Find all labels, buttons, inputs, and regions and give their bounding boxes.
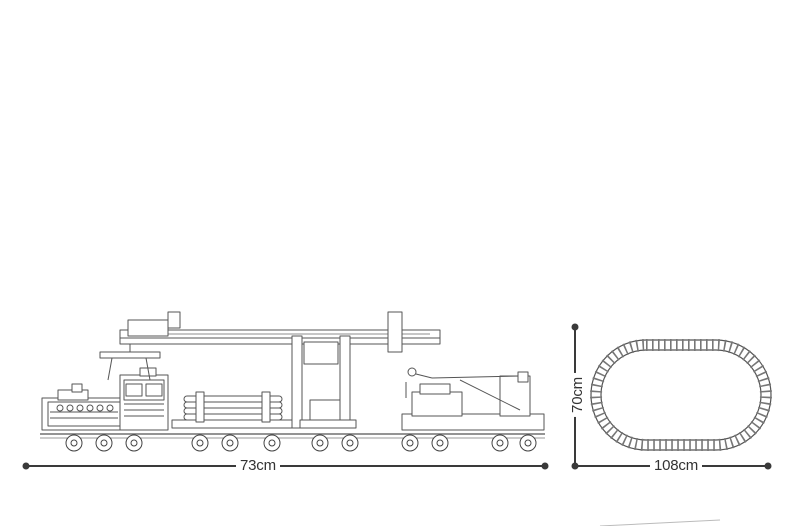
locomotive xyxy=(41,367,169,431)
track-width-label: 108cm xyxy=(650,457,703,475)
log-wagon xyxy=(171,391,293,429)
crane-wagon xyxy=(401,367,545,431)
track-height-label: 70cm xyxy=(568,373,587,417)
wheels xyxy=(65,434,537,452)
train-illustration xyxy=(40,311,545,452)
gantry-crane xyxy=(99,311,441,429)
oval-track-illustration xyxy=(590,339,772,451)
bottom-edge-shadow xyxy=(599,519,721,526)
train-length-label: 73cm xyxy=(236,457,280,475)
train-length-dimension xyxy=(22,462,549,470)
